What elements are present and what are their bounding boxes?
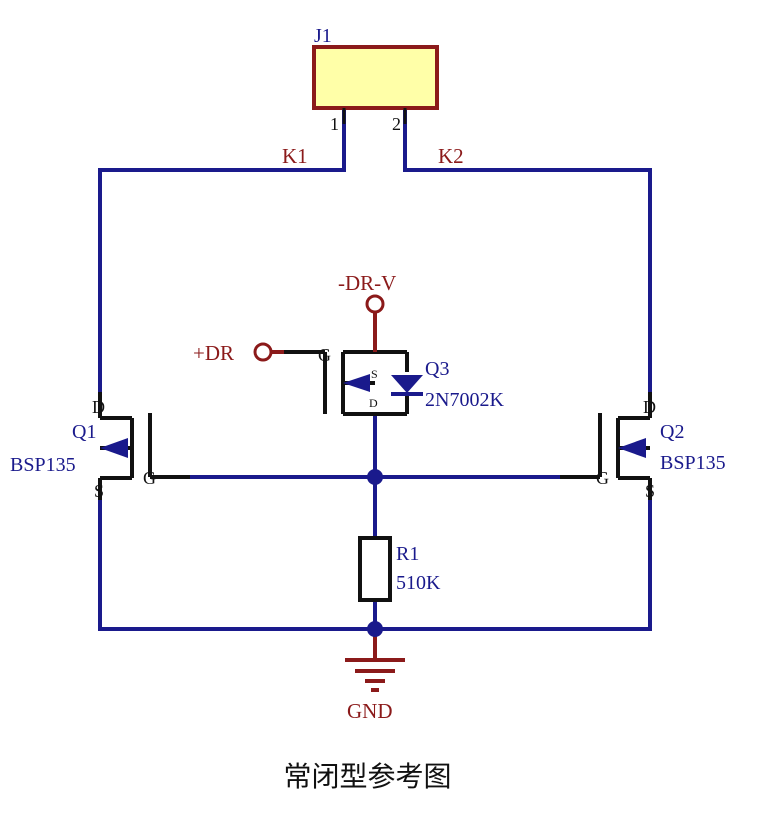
q1-part: BSP135 (10, 454, 76, 476)
junction-dot-gate (367, 469, 383, 485)
port-dr-terminal-icon (253, 342, 273, 362)
mosfet-q2: D G S Q2 BSP135 (560, 392, 726, 501)
q3-diode-icon (391, 375, 423, 393)
ground-symbol: GND (345, 629, 405, 723)
q2-part: BSP135 (660, 452, 726, 474)
mosfet-q3: G S D Q3 2N7002K (280, 345, 504, 416)
port-drv: -DR-V (338, 271, 396, 352)
mosfet-q1: D G S Q1 BSP135 (10, 392, 190, 501)
q1-pin-s: S (94, 481, 104, 501)
net-label-k2: K2 (438, 144, 464, 168)
net-label-k1: K1 (282, 144, 308, 168)
q3-arrow-icon (343, 374, 370, 392)
q2-pin-d: D (643, 397, 656, 417)
q3-ref: Q3 (425, 358, 449, 380)
q1-pin-d: D (92, 397, 105, 417)
resistor-body (358, 536, 392, 602)
wire-k2 (403, 108, 652, 392)
wire-k1 (98, 108, 346, 392)
gnd-label: GND (347, 699, 393, 723)
q2-pin-s: S (645, 481, 655, 501)
q1-ref: Q1 (72, 421, 96, 443)
diagram-caption: 常闭型参考图 (283, 760, 452, 793)
junction-dot-gnd (367, 621, 383, 637)
resistor-r1: R1 510K (358, 536, 441, 602)
q3-pin-s: S (371, 367, 378, 381)
connector-j1: J1 1 2 K1 K2 (282, 25, 464, 168)
q2-ref: Q2 (660, 421, 684, 443)
q3-part: 2N7002K (425, 389, 504, 411)
connector-ref: J1 (314, 25, 332, 47)
q3-pin-g: G (318, 345, 331, 365)
port-dr: +DR (193, 341, 284, 365)
port-drv-terminal-icon (365, 294, 385, 314)
connector-pin2-label: 2 (392, 114, 401, 134)
port-drv-label: -DR-V (338, 271, 396, 295)
connector-pin1-label: 1 (330, 114, 339, 134)
q1-pin-g: G (143, 468, 156, 488)
r1-ref: R1 (396, 543, 419, 565)
r1-value: 510K (396, 572, 441, 594)
q1-arrow-icon (100, 438, 128, 458)
connector-body (312, 45, 439, 110)
port-dr-label: +DR (193, 341, 234, 365)
q3-pin-d: D (369, 396, 378, 410)
q2-pin-g: G (596, 468, 609, 488)
q2-arrow-icon (618, 438, 646, 458)
